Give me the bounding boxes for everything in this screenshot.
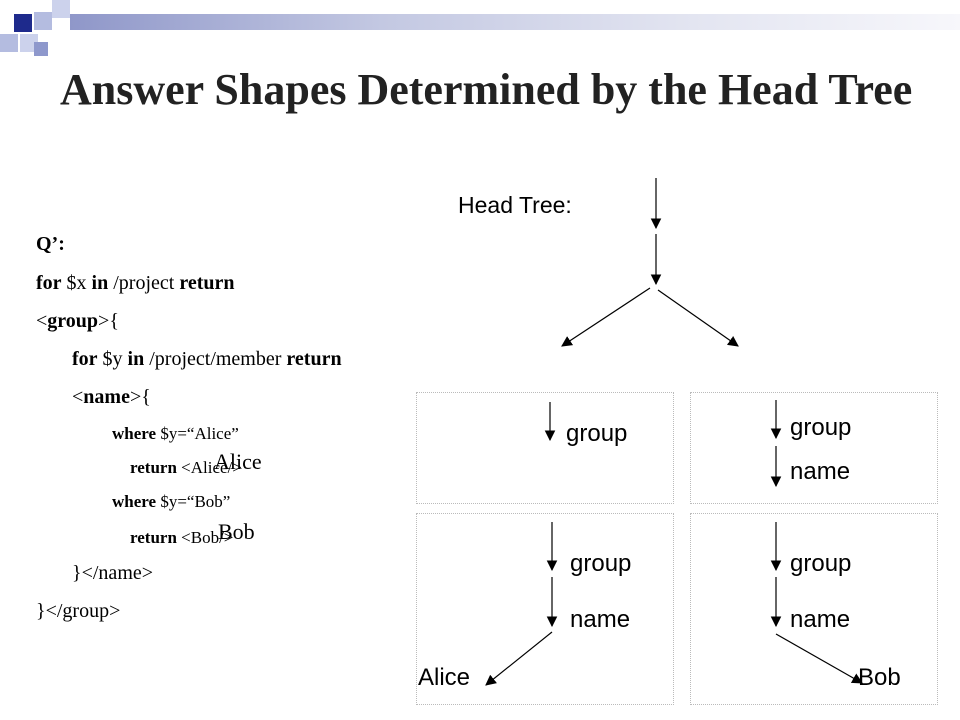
corner-decoration xyxy=(0,0,80,60)
query-line-8: return <Bob/> xyxy=(130,528,234,547)
query-line-6: return <Alice/> xyxy=(130,458,242,477)
header-bar xyxy=(70,14,960,30)
query-line-10: }</group> xyxy=(36,600,121,622)
query-line-5: where $y=“Alice” xyxy=(112,424,239,443)
head-tree-left-branch xyxy=(561,287,651,347)
panel-bottom-left xyxy=(416,513,674,705)
panel-top-left xyxy=(416,392,674,504)
head-tree-right-branch xyxy=(657,289,739,347)
query-line-1: for $x in /project return xyxy=(36,272,235,294)
query-label: Q’: xyxy=(36,233,65,255)
panel-top-right-group-label: group xyxy=(790,414,852,441)
panel-bottom-left-leaf-label: Alice xyxy=(418,664,471,691)
query-line-3: for $y in /project/member return xyxy=(72,348,342,370)
panel-bottom-right-leaf-arrow xyxy=(775,633,863,684)
query-line-7: where $y=“Bob” xyxy=(112,492,231,511)
query-line-4: <name>{ xyxy=(72,386,151,408)
panel-bottom-left-name-label: name xyxy=(570,606,631,633)
panel-bottom-right-name-label: name xyxy=(790,606,851,633)
panel-bottom-left-group-label: group xyxy=(570,550,632,577)
query-line-2: <group>{ xyxy=(36,310,119,332)
query-line-9: }</name> xyxy=(72,562,154,584)
alice-overlay-text: Alice xyxy=(214,449,262,474)
slide-title: Answer Shapes Determined by the Head Tre… xyxy=(60,65,913,114)
panel-bottom-right xyxy=(690,513,938,705)
head-tree-label: Head Tree: xyxy=(458,192,572,218)
panel-bottom-right-leaf-label: Bob xyxy=(858,664,901,691)
panel-bottom-left-leaf-arrow xyxy=(485,631,553,686)
panel-top-right-name-label: name xyxy=(790,458,851,485)
panel-bottom-right-group-label: group xyxy=(790,550,852,577)
panel-top-left-group-label: group xyxy=(566,420,628,447)
panel-top-right xyxy=(690,392,938,504)
bob-overlay-text: Bob xyxy=(218,519,255,544)
